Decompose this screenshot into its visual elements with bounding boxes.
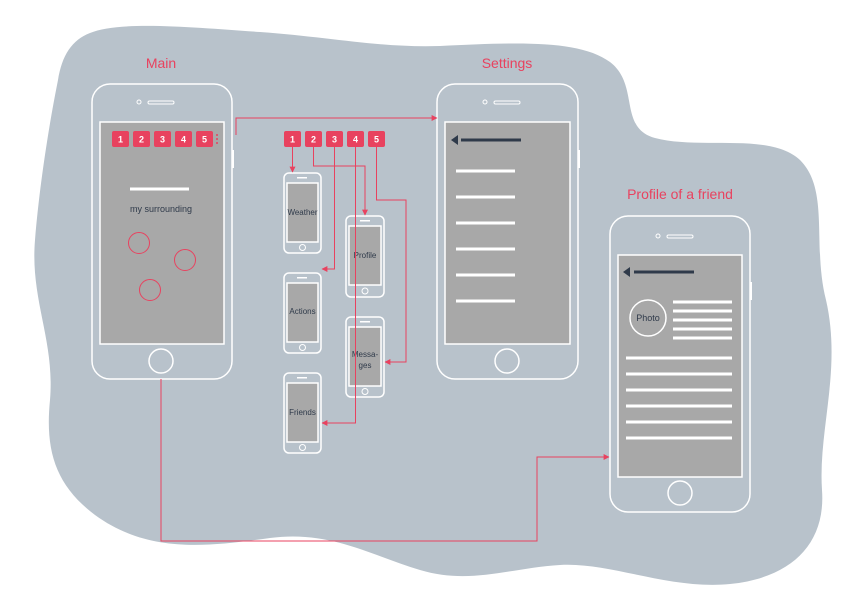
main-phone: 1 2 3 4 5 my surrounding	[91, 83, 234, 380]
svg-text:4: 4	[181, 135, 186, 145]
svg-text:1: 1	[290, 135, 295, 145]
main-side-button	[232, 150, 234, 168]
mini-phone-profile: Profile	[345, 215, 385, 298]
main-phone-screen	[99, 121, 225, 345]
connector-badge4-to-actions	[321, 147, 356, 426]
svg-text:2: 2	[311, 135, 316, 145]
main-title: Main	[146, 55, 176, 71]
settings-phone	[436, 83, 580, 380]
connector-main-to-settings	[235, 115, 438, 135]
main-tab-1[interactable]: 1	[112, 131, 129, 147]
messages-label-line2: ges	[359, 361, 372, 370]
main-phone-camera	[136, 99, 142, 105]
profile-back-arrow-icon[interactable]	[623, 267, 630, 277]
mini-phone-friends: Friends	[283, 372, 322, 454]
tab-badge-2: 2	[305, 131, 322, 147]
mini-phone-actions: Actions	[283, 272, 322, 354]
svg-text:5: 5	[374, 135, 379, 145]
svg-text:2: 2	[139, 135, 144, 145]
tab-badge-3: 3	[326, 131, 343, 147]
surrounding-marker-3[interactable]	[139, 279, 161, 301]
settings-home-button[interactable]	[494, 348, 520, 374]
main-tab-5[interactable]: 5	[196, 131, 213, 147]
profile-label: Profile	[354, 251, 377, 260]
messages-label-line1: Messa-	[352, 350, 379, 359]
settings-title: Settings	[482, 55, 533, 71]
settings-dots-icon[interactable]	[216, 134, 218, 144]
mini-phone-messages: Messa- ges	[345, 316, 385, 398]
friends-label: Friends	[289, 408, 316, 417]
actions-label: Actions	[289, 307, 315, 316]
surrounding-label: my surrounding	[130, 204, 192, 214]
back-arrow-icon[interactable]	[451, 135, 458, 145]
surrounding-marker-1[interactable]	[128, 232, 150, 254]
surrounding-marker-2[interactable]	[174, 249, 196, 271]
connector-badge3-to-friends	[321, 147, 335, 272]
mini-phone-weather: Weather	[283, 172, 322, 254]
connector-badge5-to-messages	[376, 147, 407, 365]
profile-friend-home-button[interactable]	[667, 480, 693, 506]
main-phone-home-button[interactable]	[148, 348, 174, 374]
settings-screen	[444, 121, 571, 345]
svg-text:3: 3	[160, 135, 165, 145]
weather-label: Weather	[287, 208, 317, 217]
photo-label: Photo	[636, 313, 660, 323]
photo-avatar[interactable]	[629, 299, 667, 337]
main-tab-2[interactable]: 2	[133, 131, 150, 147]
svg-text:1: 1	[118, 135, 123, 145]
profile-friend-title: Profile of a friend	[627, 186, 733, 202]
tab-badge-1: 1	[284, 131, 301, 147]
profile-friend-screen	[617, 254, 743, 478]
svg-text:5: 5	[202, 135, 207, 145]
tab-badge-4: 4	[347, 131, 364, 147]
main-phone-speaker	[147, 100, 175, 105]
connector-main-to-profile-friend	[160, 379, 610, 542]
svg-text:3: 3	[332, 135, 337, 145]
connector-badge2-to-profile	[313, 147, 368, 216]
tab-badge-5: 5	[368, 131, 385, 147]
profile-friend-phone: Photo	[609, 215, 752, 513]
svg-text:4: 4	[353, 135, 358, 145]
main-tab-3[interactable]: 3	[154, 131, 171, 147]
main-tab-4[interactable]: 4	[175, 131, 192, 147]
